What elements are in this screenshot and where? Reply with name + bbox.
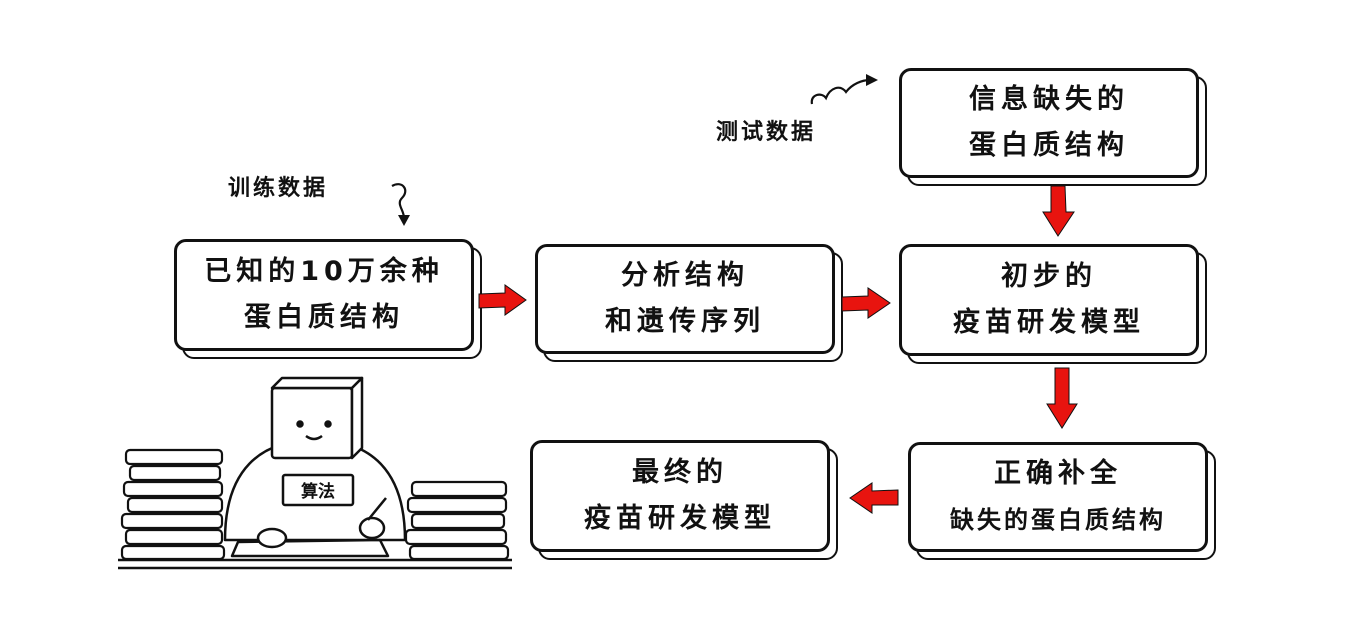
analyze-structure-line1: 分析结构 xyxy=(621,260,749,291)
training-data-label: 训练数据 xyxy=(228,176,329,201)
completed-structure-box: 正确补全 缺失的蛋白质结构 xyxy=(908,442,1216,560)
final-model-line1: 最终的 xyxy=(632,457,728,488)
training-squiggle-arrow xyxy=(391,183,407,219)
final-model-line2: 疫苗研发模型 xyxy=(584,503,776,534)
final-model-box: 最终的 疫苗研发模型 xyxy=(530,440,838,560)
missing-info-line1: 信息缺失的 xyxy=(969,84,1129,115)
initial-model-box: 初步的 疫苗研发模型 xyxy=(899,244,1207,364)
arrow-completed-to-final xyxy=(849,482,899,514)
arrow-missing-to-initial xyxy=(1042,185,1075,237)
robot-badge-text: 算法 xyxy=(300,481,335,502)
analyze-structure-box: 分析结构 和遗传序列 xyxy=(535,244,843,362)
arrow-analyze-to-initial xyxy=(841,287,891,319)
initial-model-line1: 初步的 xyxy=(1001,261,1097,292)
arrow-initial-to-completed xyxy=(1046,367,1078,429)
known-proteins-line2: 蛋白质结构 xyxy=(244,302,404,333)
test-squiggle-arrow xyxy=(810,78,871,105)
missing-info-box: 信息缺失的 蛋白质结构 xyxy=(899,68,1207,186)
book-stack-right xyxy=(404,480,510,561)
analyze-structure-line2: 和遗传序列 xyxy=(605,306,765,337)
book-stack-left xyxy=(120,448,226,561)
arrow-known-to-analyze xyxy=(478,284,527,316)
missing-info-line2: 蛋白质结构 xyxy=(969,130,1129,161)
completed-structure-line2: 缺失的蛋白质结构 xyxy=(950,506,1166,534)
initial-model-line2: 疫苗研发模型 xyxy=(953,307,1145,338)
known-proteins-line1: 已知的10万余种 xyxy=(204,256,444,287)
completed-structure-line1: 正确补全 xyxy=(994,458,1122,489)
test-data-label: 测试数据 xyxy=(716,120,817,145)
known-proteins-box: 已知的10万余种 蛋白质结构 xyxy=(174,239,482,359)
